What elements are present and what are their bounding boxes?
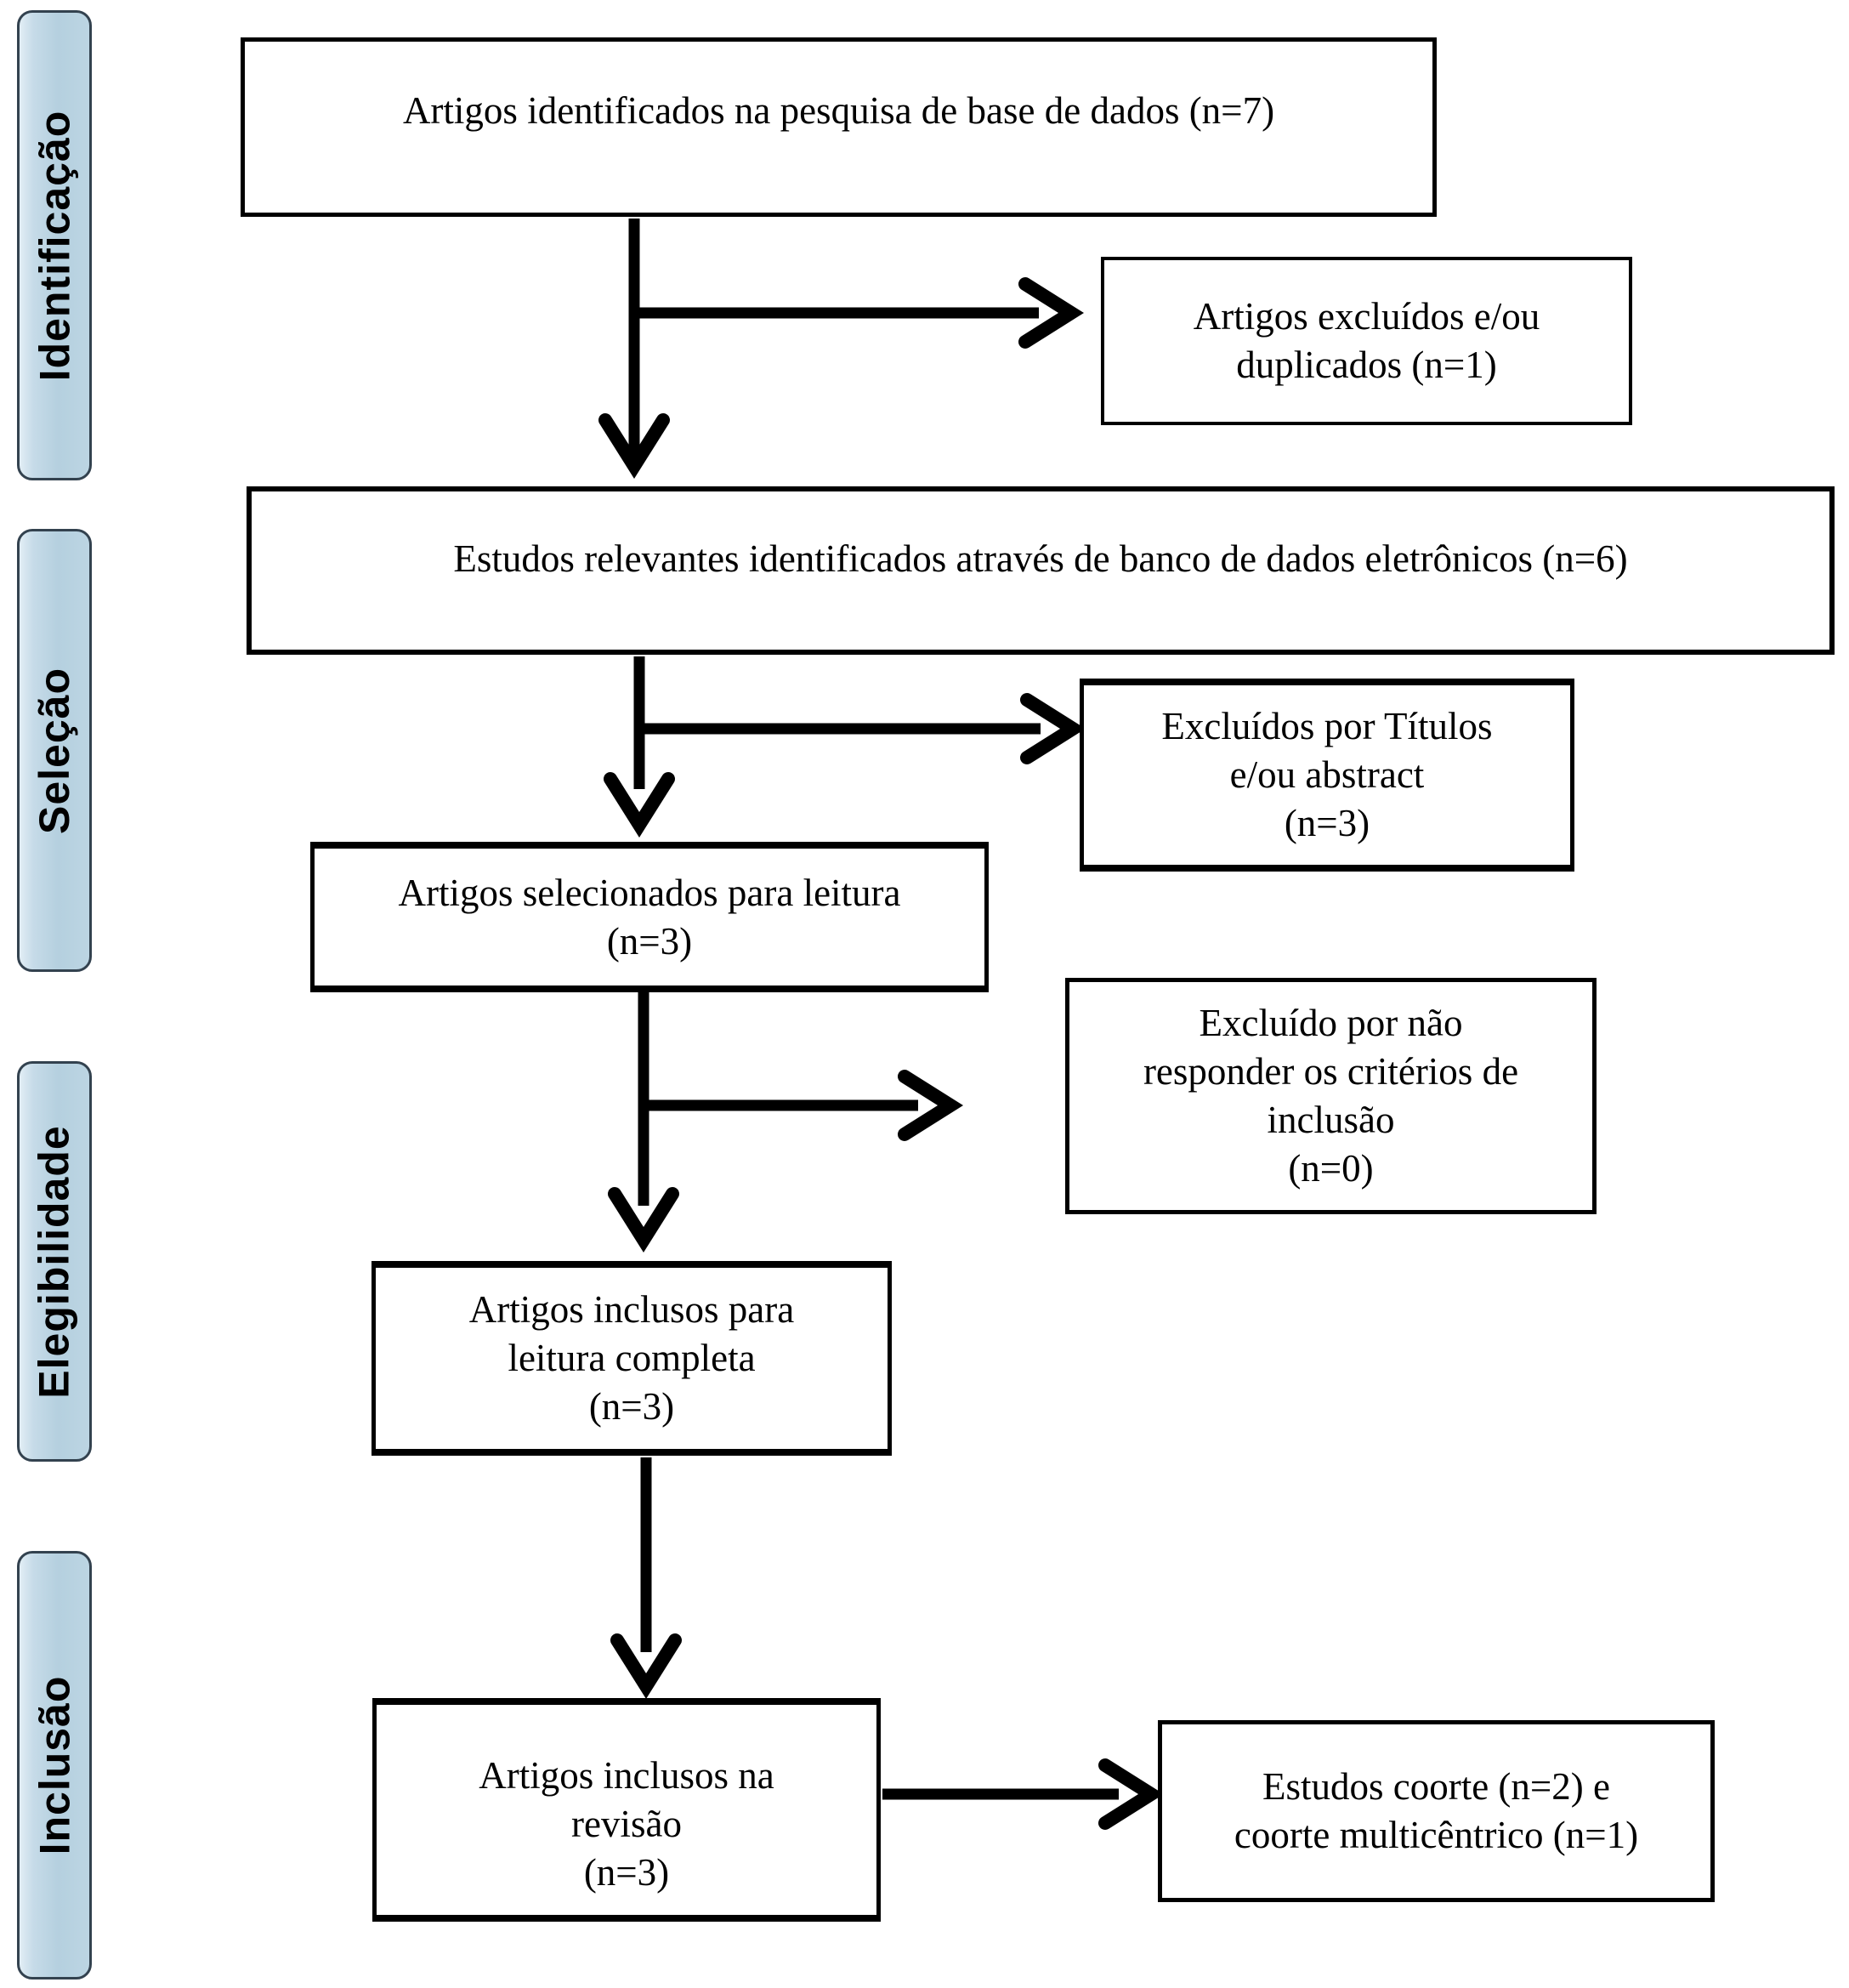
box-articles-selected-reading: Artigos selecionados para leitura (n=3) [310, 842, 989, 992]
box-study-types: Estudos coorte (n=2) e coorte multicêntr… [1158, 1720, 1715, 1902]
box-articles-selected-reading-text: Artigos selecionados para leitura (n=3) [398, 871, 901, 963]
box-articles-identified: Artigos identificados na pesquisa de bas… [241, 37, 1437, 217]
box-relevant-studies-text: Estudos relevantes identificados através… [453, 537, 1628, 580]
box-articles-included-review: Artigos inclusos na revisão (n=3) [372, 1698, 881, 1922]
arrow-relevant-to-selected [604, 656, 675, 838]
arrow-full-read-to-included [610, 1457, 682, 1700]
box-relevant-studies: Estudos relevantes identificados através… [247, 486, 1835, 655]
arrow-to-excluded-duplicates [634, 277, 1085, 349]
box-excluded-inclusion-criteria-text: Excluído por não responder os critérios … [1143, 1002, 1519, 1190]
box-articles-identified-text: Artigos identificados na pesquisa de bas… [402, 89, 1275, 132]
arrow-to-excluded-criteria [644, 1070, 964, 1141]
box-articles-full-reading-text: Artigos inclusos para leitura completa (… [468, 1288, 795, 1428]
stage-label-text: Elegibilidade [31, 1124, 78, 1399]
box-excluded-title-abstract: Excluídos por Títulos e/ou abstract (n=3… [1080, 679, 1574, 872]
box-articles-excluded-duplicates: Artigos excluídos e/ou duplicados (n=1) [1101, 257, 1632, 425]
stage-label-text: Identificação [31, 110, 79, 381]
arrow-selected-to-full-read [608, 992, 679, 1253]
stage-label-elegibilidade: Elegibilidade [17, 1061, 92, 1462]
stage-label-inclusao: Inclusão [17, 1551, 92, 1979]
stage-label-selecao: Seleção [17, 529, 92, 972]
stage-label-identificacao: Identificação [17, 10, 92, 480]
box-excluded-inclusion-criteria: Excluído por não responder os critérios … [1065, 978, 1597, 1214]
box-excluded-title-abstract-text: Excluídos por Títulos e/ou abstract (n=3… [1161, 705, 1493, 844]
box-study-types-text: Estudos coorte (n=2) e coorte multicêntr… [1234, 1765, 1639, 1856]
stage-label-text: Seleção [31, 667, 79, 834]
arrow-included-to-study-types [882, 1758, 1165, 1830]
stage-label-text: Inclusão [31, 1675, 78, 1855]
arrow-to-excluded-title-abstract [639, 693, 1086, 764]
box-articles-full-reading: Artigos inclusos para leitura completa (… [372, 1261, 892, 1456]
arrow-identified-to-relevant [598, 219, 670, 480]
box-articles-included-review-text: Artigos inclusos na revisão (n=3) [479, 1754, 774, 1894]
box-articles-excluded-duplicates-text: Artigos excluídos e/ou duplicados (n=1) [1193, 295, 1540, 386]
